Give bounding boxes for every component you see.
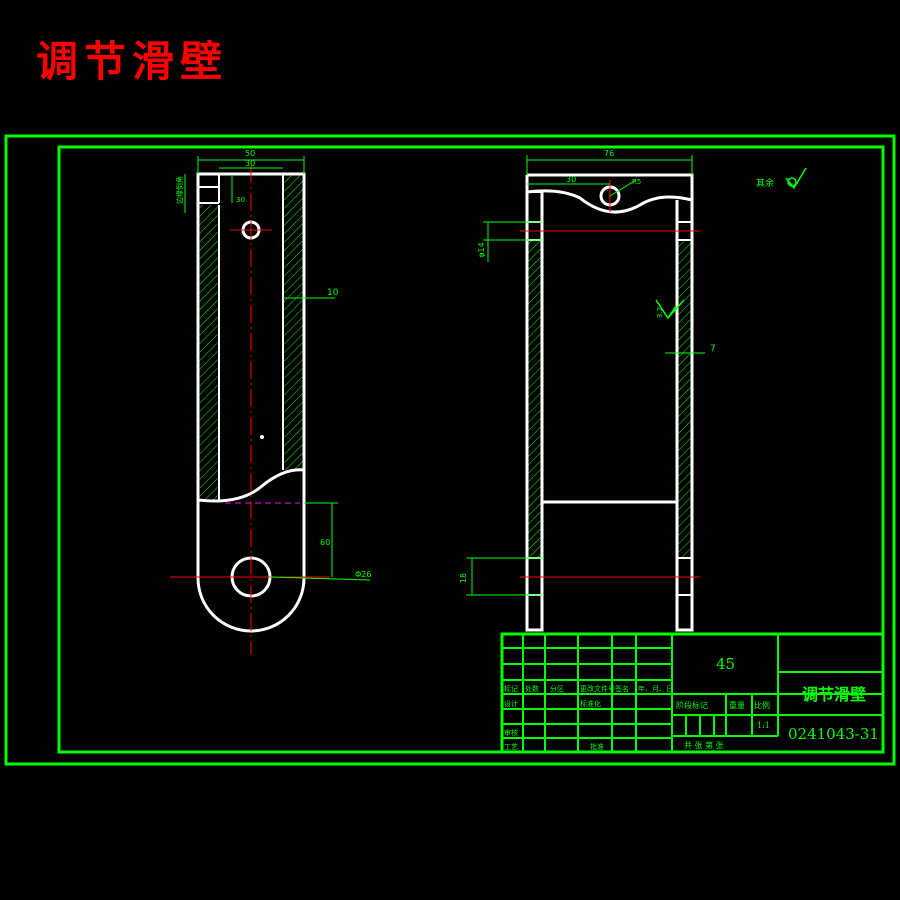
left-view-outline bbox=[196, 172, 306, 633]
svg-text:分区: 分区 bbox=[550, 684, 564, 693]
right-hole-dim: φ14 bbox=[477, 242, 486, 257]
outer-border bbox=[4, 134, 896, 766]
svg-text:标记: 标记 bbox=[504, 684, 518, 693]
left-inner-dim: 30 bbox=[245, 159, 255, 168]
right-view-outline bbox=[525, 173, 694, 632]
right-radius-dim: R5 bbox=[632, 178, 641, 186]
left-wall-hatch bbox=[198, 205, 219, 500]
left-hole-dim: Φ26 bbox=[355, 570, 371, 579]
roughness-other-label: 其余 bbox=[756, 177, 774, 189]
left-small-dim: 30 bbox=[236, 196, 245, 204]
drawing-number: 0241043-31 bbox=[788, 725, 879, 743]
left-vertical-note: 边缘倒角 bbox=[175, 176, 184, 204]
svg-text:审核: 审核 bbox=[504, 728, 518, 737]
svg-text:更改文件号: 更改文件号 bbox=[580, 684, 615, 693]
svg-text:批准: 批准 bbox=[590, 742, 604, 751]
material-value: 45 bbox=[716, 655, 735, 673]
left-side-dim: 10 bbox=[327, 288, 339, 298]
right-right-wall-hatch bbox=[677, 240, 692, 558]
drawing-title-heading: 调节滑壁 bbox=[36, 37, 229, 86]
weight-label: 重量 bbox=[729, 700, 745, 710]
inner-border bbox=[57, 145, 885, 754]
svg-text:标准化: 标准化 bbox=[580, 699, 601, 708]
title-block: 45 调节滑壁 0241043-31 阶段标记 重量 比例 1:1 共 张 第 … bbox=[500, 632, 885, 754]
left-width-dim: 50 bbox=[245, 149, 255, 158]
right-view: 76 30 R5 φ14 7 18 3.2 bbox=[459, 149, 716, 632]
svg-text:设计: 设计 bbox=[504, 699, 518, 708]
part-name-cell: 调节滑壁 bbox=[802, 685, 866, 704]
right-offset-dim: 30 bbox=[566, 175, 576, 184]
left-view: 50 30 10 30 边缘倒角 60 Φ26 bbox=[170, 149, 371, 655]
sheets-label: 共 张 第 张 bbox=[684, 740, 724, 750]
roughness-symbol-icon bbox=[655, 299, 685, 320]
left-view-cut-curve bbox=[197, 468, 305, 503]
svg-text:签名: 签名 bbox=[615, 684, 629, 693]
right-bottom-dim: 18 bbox=[459, 573, 468, 583]
right-left-wall-hatch bbox=[527, 240, 542, 558]
left-vertical-dim: 60 bbox=[320, 538, 330, 547]
right-wall-hatch bbox=[283, 174, 304, 470]
scale-label: 比例 bbox=[754, 700, 770, 710]
scale-value: 1:1 bbox=[757, 721, 770, 730]
stage-label: 阶段标记 bbox=[676, 700, 708, 710]
svg-text:处数: 处数 bbox=[525, 684, 539, 693]
svg-text:年、月、日: 年、月、日 bbox=[638, 684, 673, 693]
right-side-dim: 7 bbox=[710, 344, 716, 354]
right-width-dim: 76 bbox=[604, 149, 614, 158]
svg-text:工艺: 工艺 bbox=[504, 743, 518, 751]
svg-text:3.2: 3.2 bbox=[656, 307, 664, 318]
